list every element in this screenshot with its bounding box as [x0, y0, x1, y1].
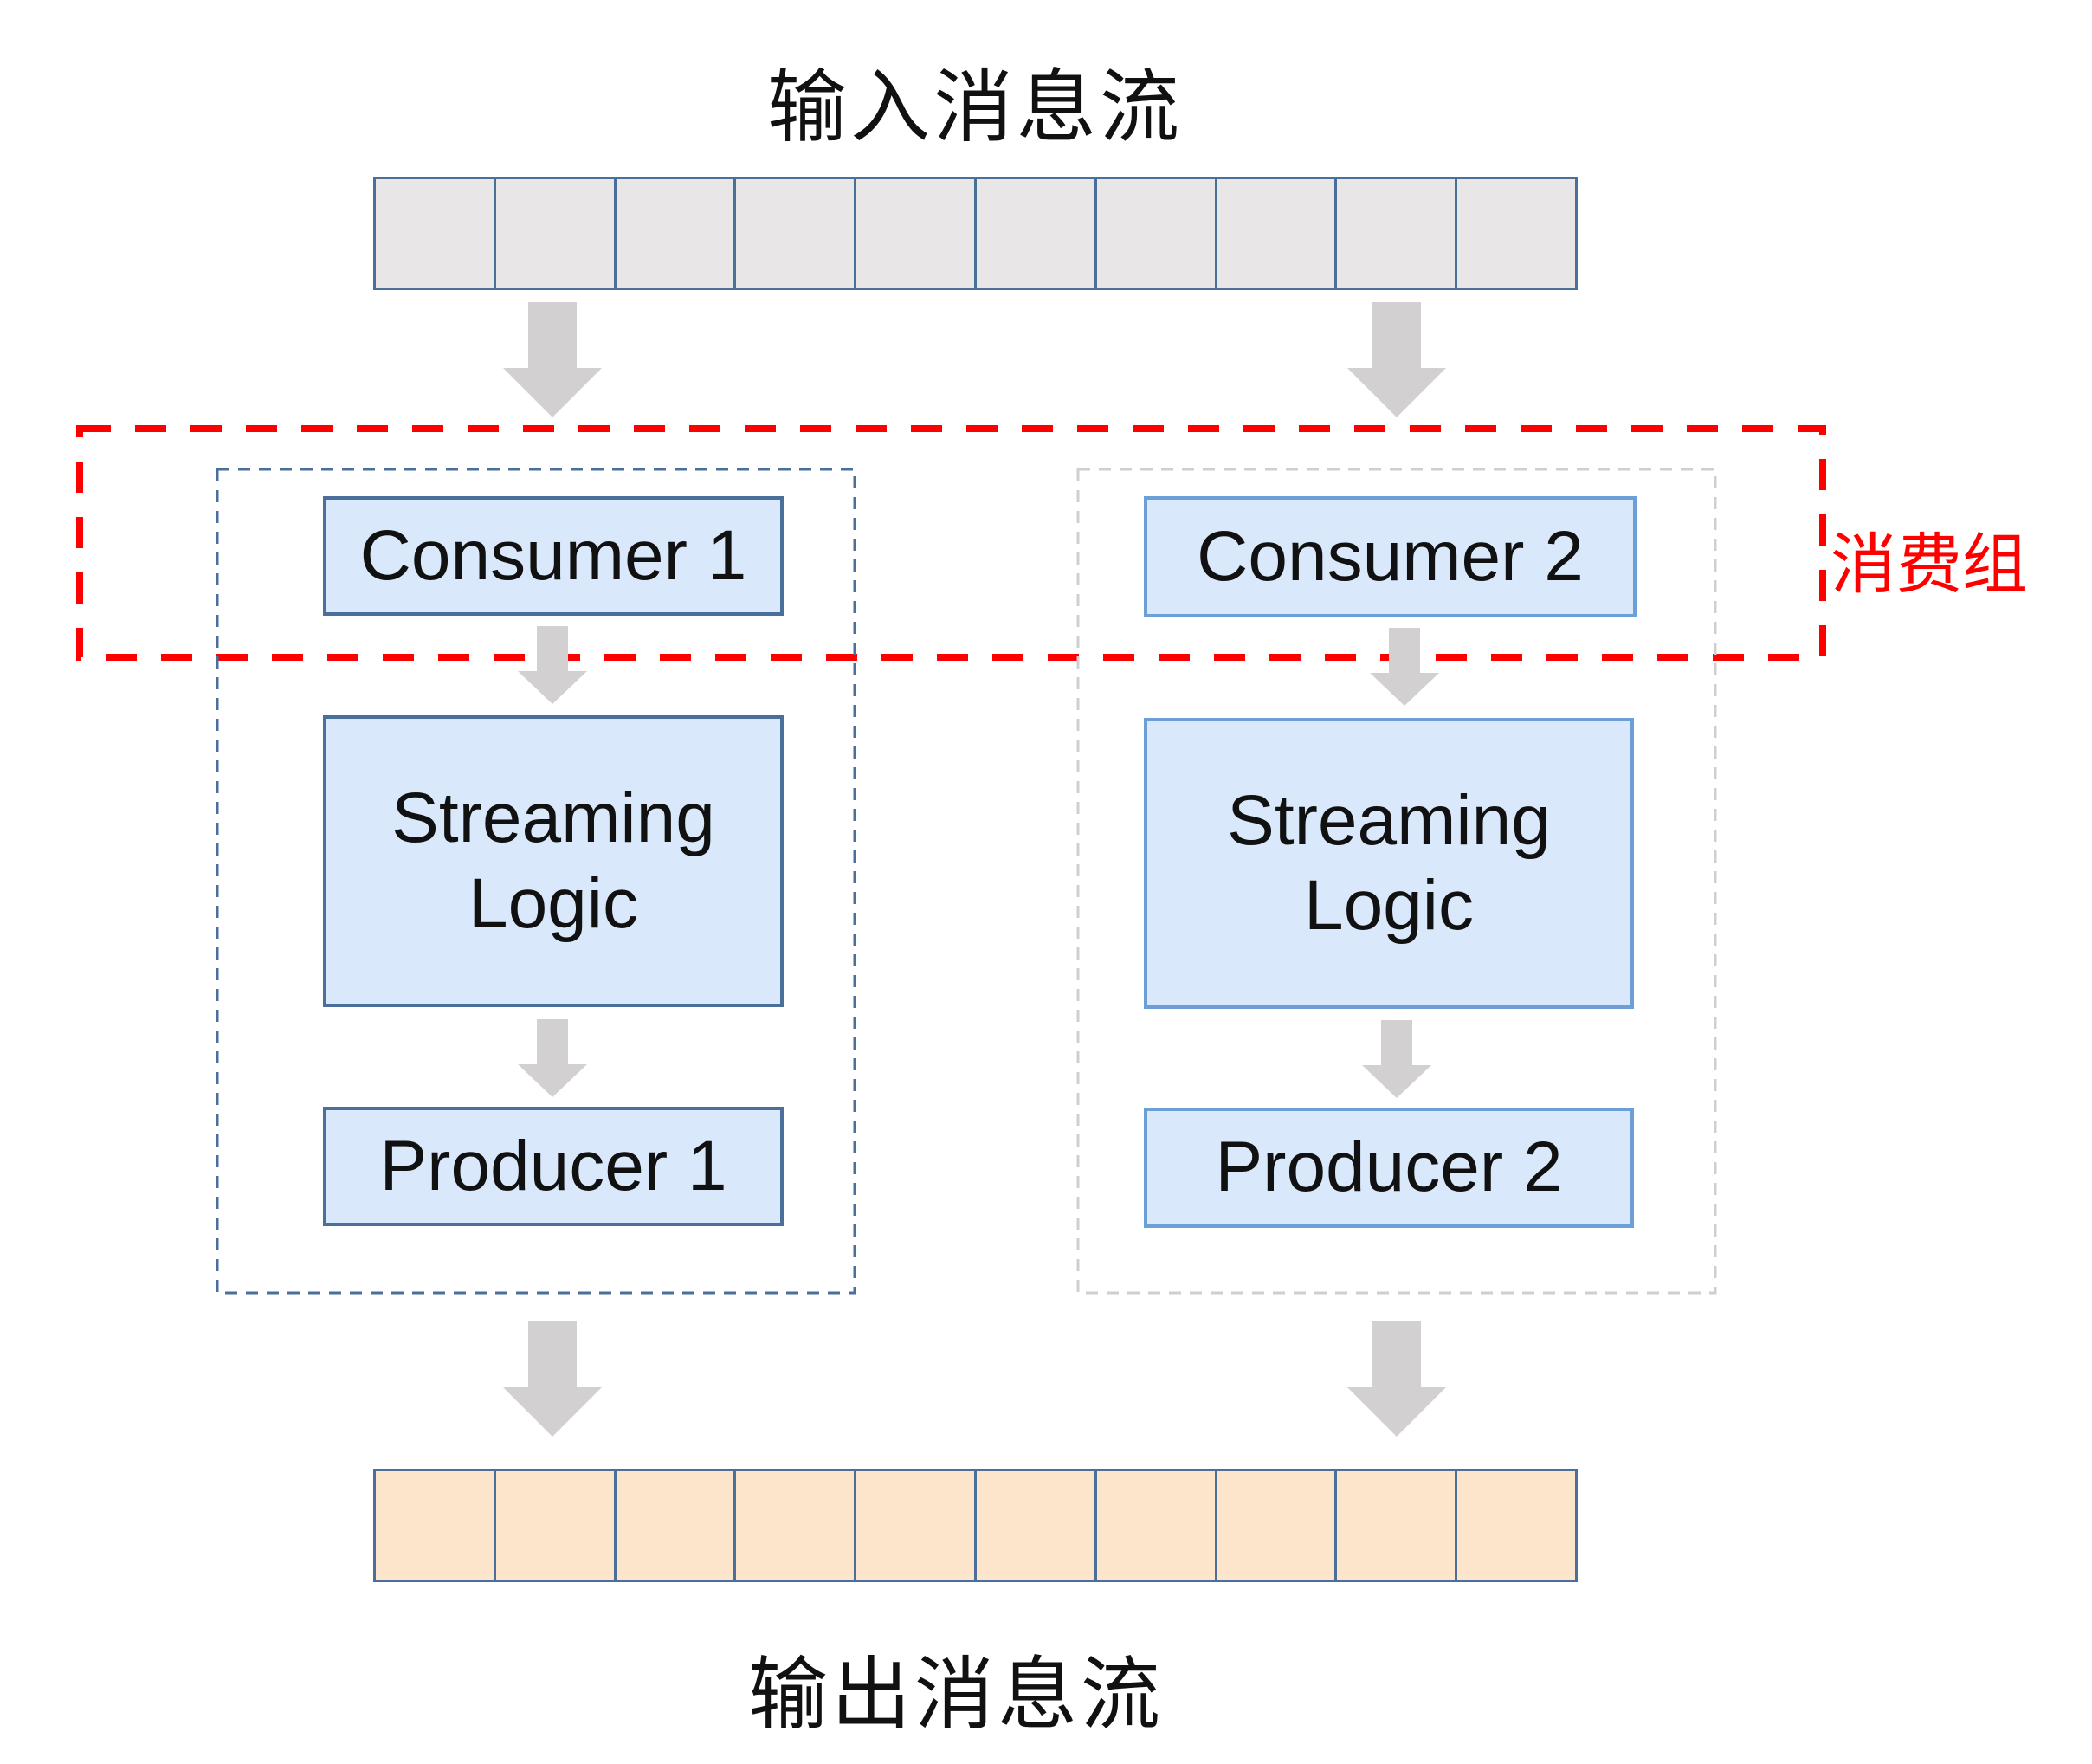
arrow-down-icon: [1362, 1020, 1431, 1098]
arrow-down-icon: [518, 626, 587, 704]
output-stream-cell: [1337, 1471, 1458, 1580]
input-stream-cell: [1217, 179, 1338, 288]
output-stream-cell: [496, 1471, 617, 1580]
pipeline-2-group: [1076, 468, 1717, 1295]
output-stream-cell: [1457, 1471, 1575, 1580]
output-stream-title: 输出消息流: [747, 1648, 1165, 1741]
producer-1-label: Producer 1: [379, 1126, 727, 1205]
output-stream-cell: [617, 1471, 737, 1580]
output-stream-cell: [736, 1471, 857, 1580]
arrow-down-icon: [518, 1019, 587, 1097]
output-stream-cell: [856, 1471, 977, 1580]
consumer-2-node: Consumer 2: [1144, 496, 1637, 617]
output-stream-cell: [1217, 1471, 1338, 1580]
producer-2-node: Producer 2: [1144, 1108, 1634, 1228]
producer-2-label: Producer 2: [1215, 1128, 1563, 1207]
output-stream: [373, 1469, 1578, 1582]
arrow-down-icon: [503, 302, 602, 417]
input-stream-cell: [977, 179, 1097, 288]
input-stream-cell: [617, 179, 737, 288]
input-stream: [373, 177, 1578, 290]
producer-1-node: Producer 1: [323, 1107, 784, 1226]
input-stream-cell: [1337, 179, 1458, 288]
input-stream-cell: [1097, 179, 1217, 288]
output-stream-cell: [376, 1471, 496, 1580]
arrow-down-icon: [1347, 1321, 1446, 1437]
streaming-logic-2-node: Streaming Logic: [1144, 718, 1634, 1009]
streaming-logic-1-node: Streaming Logic: [323, 715, 784, 1007]
input-stream-cell: [736, 179, 857, 288]
consumer-1-label: Consumer 1: [359, 515, 747, 595]
input-stream-title: 输入消息流: [766, 61, 1184, 154]
output-stream-cell: [977, 1471, 1097, 1580]
input-stream-cell: [856, 179, 977, 288]
output-stream-cell: [1097, 1471, 1217, 1580]
consumer-group-label: 消费组: [1830, 526, 2028, 603]
input-stream-cell: [496, 179, 617, 288]
arrow-down-icon: [503, 1321, 602, 1437]
arrow-down-icon: [1347, 302, 1446, 417]
consumer-1-node: Consumer 1: [323, 496, 784, 616]
input-stream-cell: [376, 179, 496, 288]
streaming-logic-2-label: Streaming Logic: [1227, 780, 1551, 945]
arrow-down-icon: [1370, 628, 1439, 706]
streaming-logic-1-label: Streaming Logic: [391, 779, 715, 943]
pipeline-1-group: [216, 468, 856, 1295]
consumer-2-label: Consumer 2: [1197, 516, 1584, 596]
